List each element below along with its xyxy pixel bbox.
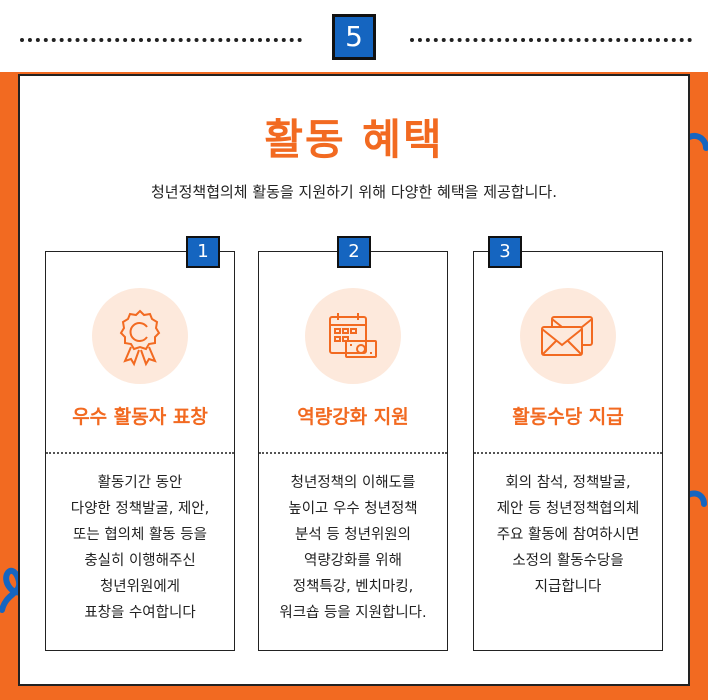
- envelope-icon: [520, 288, 616, 384]
- benefit-card-allowance: 3 활동수당 지급 회의 참석, 정책발굴, 제안 등 청년정책협의체 주요 활…: [473, 236, 663, 651]
- card-number-badge: 3: [488, 236, 522, 268]
- dotted-divider-right: [410, 38, 692, 42]
- card-divider: [46, 452, 234, 454]
- page-subtitle: 청년정책협의체 활동을 지원하기 위해 다양한 혜택을 제공합니다.: [151, 183, 557, 201]
- card-number-badge: 1: [186, 236, 220, 268]
- card-title: 우수 활동자 표창: [72, 406, 208, 428]
- card-title: 활동수당 지급: [512, 406, 624, 428]
- section-number-badge: 5: [332, 14, 376, 60]
- benefit-card-capacity: 2 역량강화 지원 청년정책의 이해도를 높이고 우수 청년정책: [258, 236, 448, 651]
- card-number-badge: 2: [337, 236, 371, 268]
- benefits-panel: 활동 혜택 청년정책협의체 활동을 지원하기 위해 다양한 혜택을 제공합니다.…: [18, 74, 690, 686]
- award-icon: [92, 288, 188, 384]
- card-divider: [259, 452, 447, 454]
- card-description: 청년정책의 이해도를 높이고 우수 청년정책 분석 등 청년위원의 역량강화를 …: [279, 475, 427, 621]
- page-title: 활동 혜택: [264, 115, 444, 164]
- card-divider: [474, 452, 662, 454]
- card-description: 활동기간 동안 다양한 정책발굴, 제안, 또는 협의체 활동 등을 충실히 이…: [70, 475, 210, 621]
- calendar-money-icon: [305, 288, 401, 384]
- card-description: 회의 참석, 정책발굴, 제안 등 청년정책협의체 주요 활동에 참여하시면 소…: [496, 475, 640, 595]
- card-title: 역량강화 지원: [297, 406, 409, 428]
- dotted-divider-left: [20, 38, 302, 42]
- benefit-card-award: 1 우수 활동자 표창 활동기간 동안 다양한 정책발굴, 제안, 또는 협의체…: [45, 236, 235, 651]
